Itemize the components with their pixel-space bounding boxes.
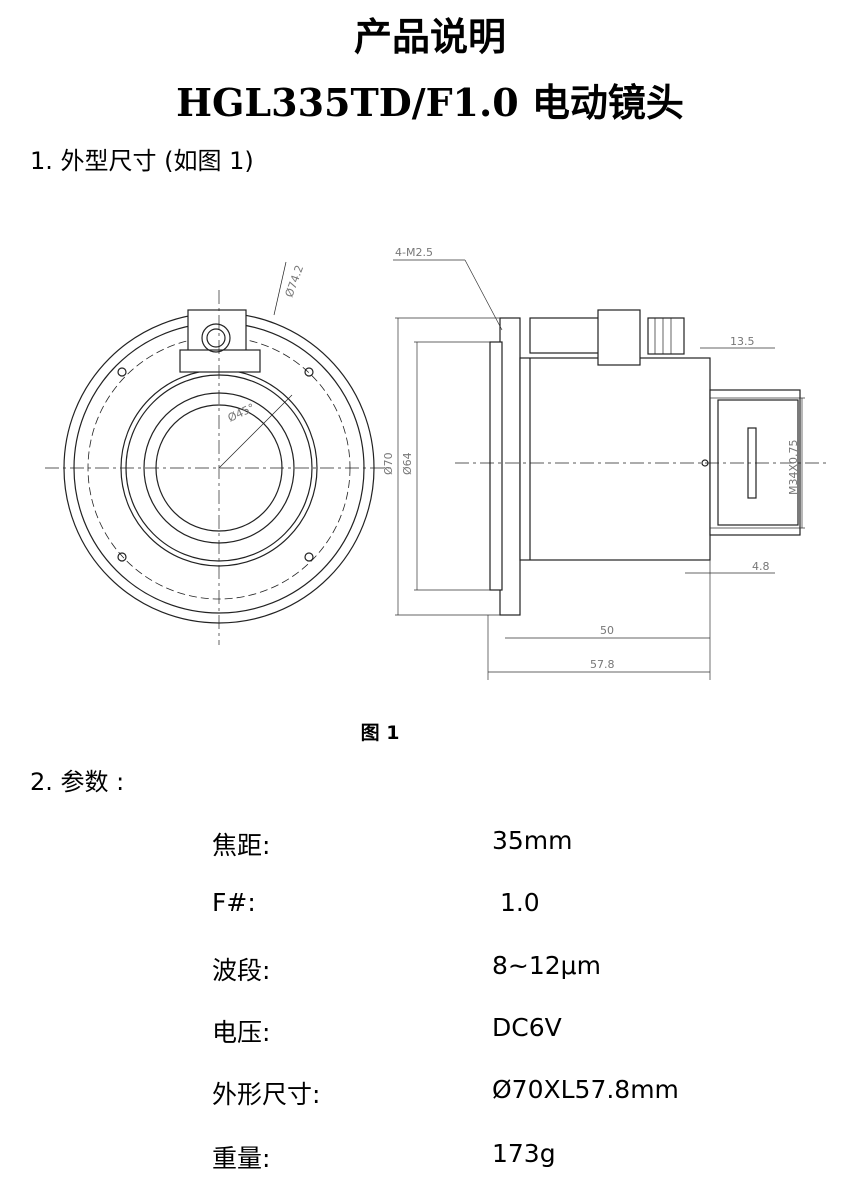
spec-value: 35mm [492,826,573,855]
technical-drawing: Ø74.2 Ø45° [45,246,830,680]
dim-label-l48: 4.8 [752,560,770,573]
spec-label: 重量: [212,1144,271,1173]
spec-label: 电压: [212,1018,271,1047]
spec-value: 8~12μm [492,951,601,980]
spec-row: F#: 1.0 [0,888,860,928]
dim-label-a45: Ø45° [226,401,257,425]
spec-label: 外形尺寸: [212,1080,321,1109]
spec-label: 焦距: [212,831,271,860]
spec-row: 外形尺寸: Ø70XL57.8mm [0,1075,860,1115]
spec-row: 重量: 173g [0,1139,860,1179]
dim-label-m34: M34X0.75 [787,439,800,495]
page-title: 产品说明 [353,14,506,59]
spec-label: 波段: [212,956,271,985]
figure-caption: 图 1 [360,722,400,744]
dim-label-l50: 50 [600,624,614,637]
spec-value: Ø70XL57.8mm [492,1075,679,1104]
dim-label-m25: 4-M2.5 [395,246,433,259]
dim-label-d70: Ø70 [382,452,395,475]
spec-row: 电压: DC6V [0,1013,860,1053]
dim-label-l135: 13.5 [730,335,755,348]
side-view [455,309,830,616]
spec-value: DC6V [492,1013,562,1042]
dim-label-d64: Ø64 [401,452,414,475]
side-dimensions [393,259,805,680]
spec-label: F#: [212,888,256,917]
spec-value: 1.0 [492,888,540,917]
section-heading-parameters: 2. 参数 : [30,768,125,796]
dim-label-l578: 57.8 [590,658,615,671]
spec-value: 173g [492,1139,556,1168]
spec-row: 波段: 8~12μm [0,951,860,991]
section-heading-dimensions: 1. 外型尺寸 (如图 1) [30,147,254,175]
dim-label-d742: Ø74.2 [283,263,307,299]
spec-row: 焦距: 35mm [0,826,860,866]
front-view [45,261,395,645]
product-subtitle: HGL335TD/F1.0 电动镜头 [176,80,684,125]
